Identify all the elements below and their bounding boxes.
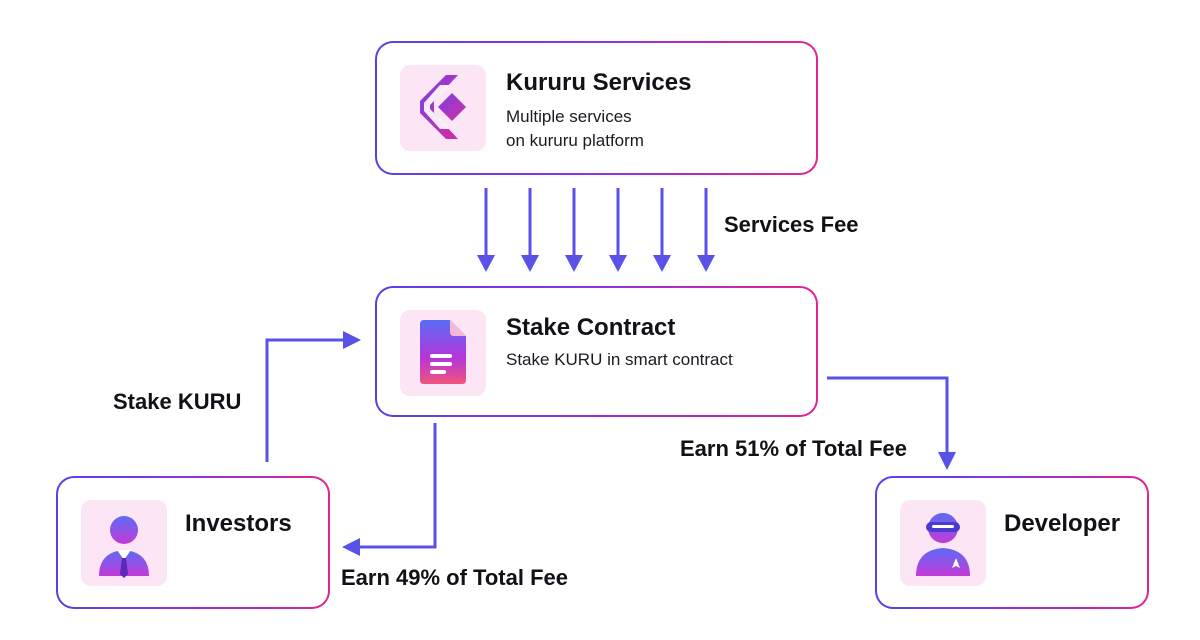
stake-kuru-label: Stake KURU: [113, 389, 242, 414]
kururu-services-node: Kururu Services Multiple services on kur…: [375, 41, 818, 175]
stake-contract-title: Stake Contract: [506, 314, 676, 341]
earn-developer-label: Earn 51% of Total Fee: [680, 436, 907, 461]
developer-node: Developer: [875, 476, 1149, 609]
investors-node: Investors: [56, 476, 330, 609]
kururu-services-desc-line1: Multiple services: [506, 107, 632, 126]
developer-person-icon: [916, 513, 970, 576]
earn-investors-label: Earn 49% of Total Fee: [341, 565, 568, 590]
document-icon: [420, 320, 466, 384]
stake-contract-desc: Stake KURU in smart contract: [506, 350, 733, 369]
stake-kuru-arrow: [265, 338, 346, 462]
investor-person-icon: [99, 516, 149, 578]
kururu-logo-icon: [420, 75, 466, 139]
developer-tile: [900, 500, 986, 586]
kururu-services-desc-line2: on kururu platform: [506, 131, 644, 150]
earn-investors-arrow: [357, 423, 437, 549]
earn-developer-arrow: [827, 376, 949, 455]
investors-title: Investors: [185, 510, 292, 537]
kururu-services-title: Kururu Services: [506, 69, 692, 96]
stake-contract-node: Stake Contract Stake KURU in smart contr…: [375, 286, 818, 417]
document-tile: [400, 310, 486, 396]
kururu-logo-tile: [400, 65, 486, 151]
services-fee-label: Services Fee: [724, 212, 859, 237]
developer-title: Developer: [1004, 510, 1121, 537]
investor-tile: [81, 500, 167, 586]
